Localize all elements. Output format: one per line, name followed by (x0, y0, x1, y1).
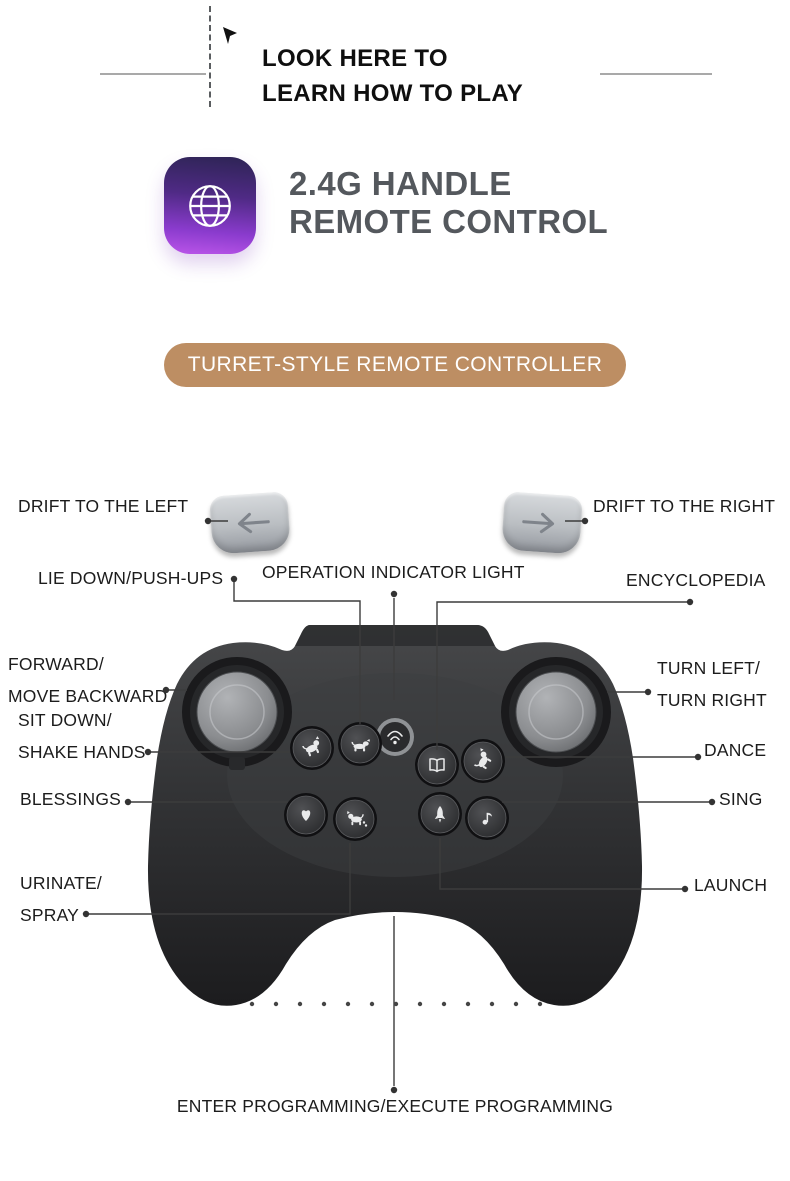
sing-button (464, 795, 510, 841)
pee-dog-icon (347, 810, 368, 827)
forward-line1: FORWARD/ (8, 654, 104, 674)
product-title-line1: 2.4G HANDLE (289, 165, 512, 202)
callout-turn-label: TURN LEFT/ TURN RIGHT (657, 652, 767, 716)
divider-right (600, 73, 712, 75)
sit-line2: SHAKE HANDS (18, 742, 146, 762)
urinate-button (332, 796, 378, 842)
callout-drift-left-label: DRIFT TO THE LEFT (18, 496, 189, 516)
banner: TURRET-STYLE REMOTE CONTROLLER (164, 343, 626, 387)
encyclopedia-button (414, 742, 460, 788)
lie-down-button (337, 721, 383, 767)
callout-programming-label: ENTER PROGRAMMING/EXECUTE PROGRAMMING (176, 1096, 614, 1116)
page-title: LOOK HERE TO LEARN HOW TO PLAY (262, 41, 523, 111)
heart-icon (301, 810, 311, 821)
book-icon (429, 758, 445, 773)
sit-line1: SIT DOWN/ (18, 710, 112, 730)
callout-sing-label: SING (719, 789, 763, 809)
right-stick (501, 657, 611, 767)
callout-drift-right-label: DRIFT TO THE RIGHT (593, 496, 776, 516)
product-title: 2.4G HANDLE REMOTE CONTROL (289, 165, 608, 241)
drift-right-button (501, 491, 583, 555)
arrow-right-icon (522, 512, 555, 534)
controller-image (147, 625, 643, 1006)
turn-line2: TURN RIGHT (657, 690, 767, 710)
header-line1: LOOK HERE TO (262, 45, 448, 72)
globe-icon (189, 184, 231, 227)
dashed-guide-line (209, 6, 211, 107)
callout-launch-label: LAUNCH (694, 875, 768, 895)
arrow-left-icon (237, 512, 270, 534)
callout-lie-down-label: LIE DOWN/PUSH-UPS (38, 568, 224, 588)
product-title-line2: REMOTE CONTROL (289, 203, 609, 240)
signal-icon (387, 730, 403, 741)
turn-line1: TURN LEFT/ (657, 658, 761, 678)
rocket-icon (434, 806, 446, 823)
callout-urinate-label: URINATE/ SPRAY (20, 867, 102, 931)
callout-indicator-label: OPERATION INDICATOR LIGHT (262, 562, 525, 582)
urinate-line2: SPRAY (20, 905, 80, 925)
callout-dance-label: DANCE (704, 740, 767, 760)
blessings-button (283, 792, 329, 838)
center-button (376, 718, 414, 756)
drift-left-button (209, 491, 291, 555)
music-note-icon (482, 812, 493, 825)
logo (164, 157, 256, 254)
callout-sit-label: SIT DOWN/ SHAKE HANDS (18, 704, 146, 768)
header-line2: LEARN HOW TO PLAY (262, 80, 524, 107)
callout-forward-label: FORWARD/ MOVE BACKWARD (8, 648, 167, 712)
dance-button (460, 738, 506, 784)
sit-down-button (289, 725, 335, 771)
callout-encyclopedia-label: ENCYCLOPEDIA (626, 570, 766, 590)
callout-blessings-label: BLESSINGS (20, 789, 122, 809)
cursor-icon (223, 27, 237, 44)
controller-top-hump (295, 625, 495, 646)
urinate-line1: URINATE/ (20, 873, 102, 893)
divider-left (100, 73, 206, 75)
launch-button (417, 791, 463, 837)
forward-line2: MOVE BACKWARD (8, 686, 168, 706)
